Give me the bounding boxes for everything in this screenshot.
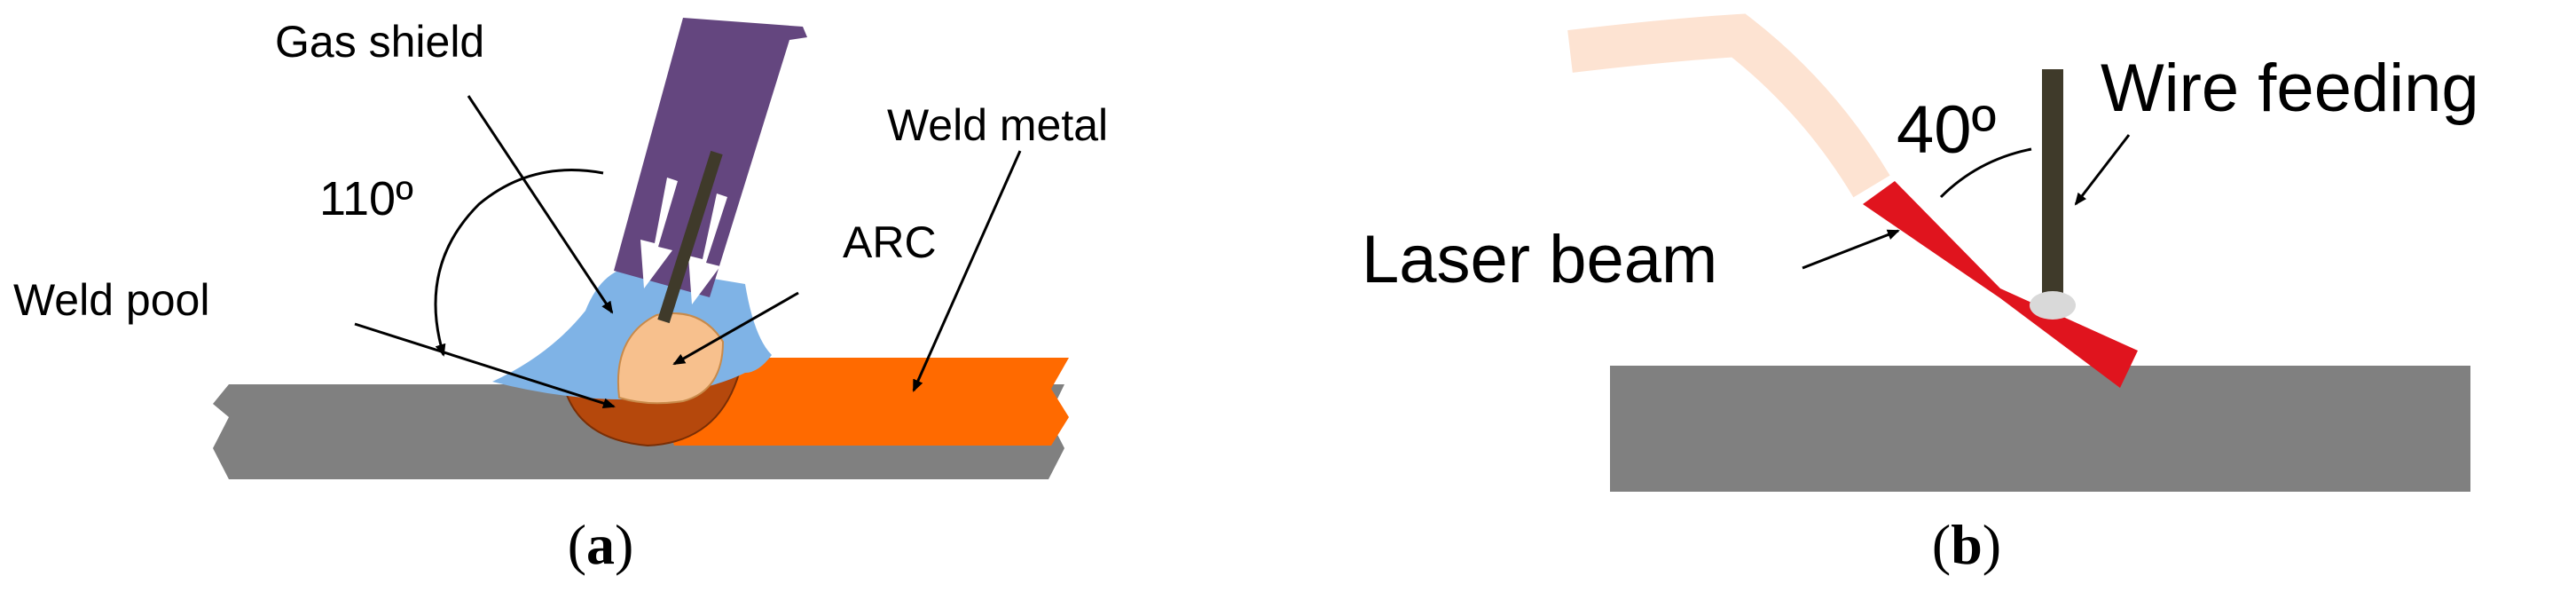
angle-110-label: 110º — [319, 172, 413, 225]
laser-beam — [1863, 181, 2138, 388]
arc-pointer — [672, 291, 799, 366]
laser-base-plate — [1610, 366, 2470, 492]
angle-40-label: 40º — [1897, 92, 1996, 168]
weld-metal-bead — [661, 358, 1069, 446]
gas-shield-label: Gas shield — [275, 17, 484, 67]
panel-b-laser-welding: Wire feeding 40º Laser beam (b) — [1362, 13, 2479, 576]
angle-arc-40 — [1939, 147, 2032, 199]
laser-beam-label: Laser beam — [1362, 222, 1717, 297]
laser-beam-pointer — [1802, 229, 1900, 270]
weld-metal-pointer — [912, 150, 1022, 392]
wire-feeding-pointer — [2074, 134, 2131, 206]
arc-zone — [617, 312, 725, 405]
caption-b: (b) — [1932, 513, 2001, 576]
weld-pool-pointer — [354, 322, 616, 409]
feed-wire — [2042, 69, 2063, 302]
gas-flow-arrows — [640, 178, 727, 304]
arc-label: ARC — [843, 217, 937, 267]
gas-shield-pointer — [467, 95, 614, 314]
laser-fiber — [1567, 13, 1890, 198]
wire-tip — [2030, 291, 2076, 320]
weld-metal-label: Weld metal — [887, 100, 1108, 150]
wire-electrode — [657, 150, 723, 324]
weld-pool-label: Weld pool — [13, 275, 209, 325]
wire-feeding-label: Wire feeding — [2101, 51, 2479, 126]
panel-a-arc-welding: Gas shield Weld metal 110º ARC Weld pool… — [13, 17, 1108, 576]
caption-a: (a) — [568, 513, 634, 576]
angle-arc-110 — [434, 169, 604, 357]
